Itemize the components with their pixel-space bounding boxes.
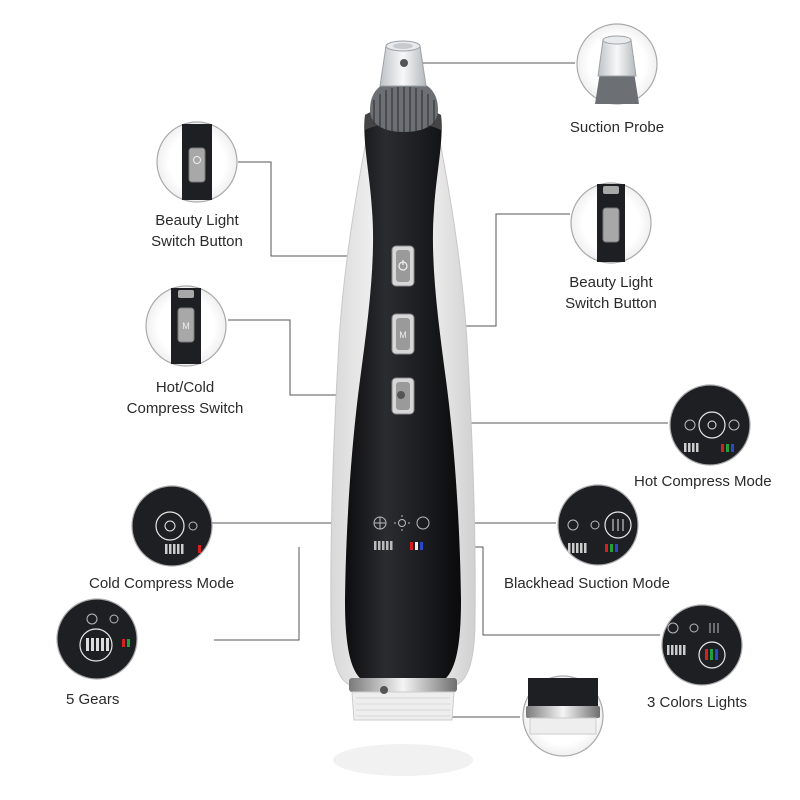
power-icon — [398, 260, 408, 271]
label-hot-cold-switch: Hot/Cold Compress Switch — [126, 379, 244, 417]
detail-blackhead-suction-mode — [557, 484, 639, 566]
label-beauty-light-left: Beauty Light Switch Button — [151, 212, 243, 250]
svg-text:M: M — [399, 330, 407, 340]
detail-beauty-light-right — [570, 182, 652, 264]
sun-icon — [394, 515, 410, 531]
snowflake-icon — [373, 516, 387, 530]
detail-suction-probe — [576, 23, 658, 105]
label-suction-probe: Suction Probe — [569, 119, 665, 136]
detail-base — [522, 675, 604, 757]
detail-hot-cold-switch: M — [145, 285, 227, 367]
label-five-gears: 5 Gears — [66, 691, 120, 708]
label-beauty-light-right: Beauty Light Switch Button — [565, 274, 657, 312]
indicator-panel — [373, 515, 430, 550]
device-image: M — [330, 40, 476, 776]
detail-hot-compress-mode — [669, 384, 751, 466]
svg-text:M: M — [182, 321, 190, 331]
detail-cold-compress-mode — [131, 485, 213, 567]
detail-three-colors-lights — [661, 604, 743, 686]
device-buttons: M — [391, 245, 415, 415]
label-hot-compress-mode: Hot Compress Mode — [634, 473, 772, 490]
label-cold-compress-mode: Cold Compress Mode — [89, 575, 235, 592]
label-blackhead-suction-mode: Blackhead Suction Mode — [504, 575, 670, 592]
label-three-colors-lights: 3 Colors Lights — [647, 694, 748, 711]
detail-five-gears — [56, 598, 138, 680]
steam-icon — [416, 516, 430, 530]
detail-beauty-light-left — [156, 121, 238, 203]
